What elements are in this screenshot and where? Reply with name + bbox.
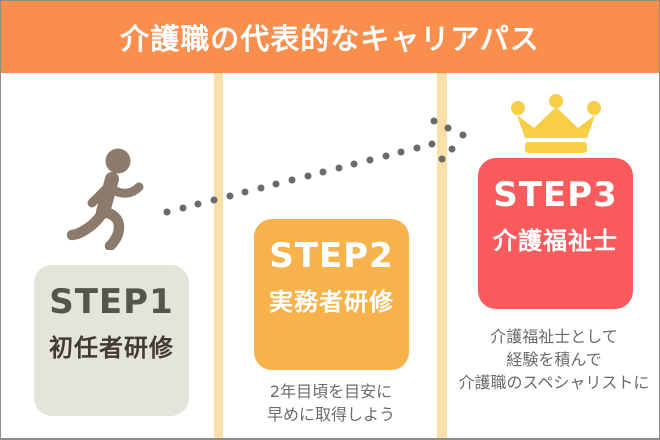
page-title: 介護職の代表的なキャリアパス <box>120 22 540 56</box>
dotted-arrow-icon <box>163 117 467 216</box>
column-divider-left <box>214 73 223 438</box>
step3-box: STEP3 介護福祉士 <box>478 158 633 309</box>
step2-name: 実務者研修 <box>269 288 394 316</box>
step3-name: 介護福祉士 <box>493 227 618 255</box>
step1-label: STEP1 <box>49 282 174 322</box>
step2-box: STEP2 実務者研修 <box>254 219 409 370</box>
caption-line: 介護職のスペシャリストに <box>458 373 650 392</box>
column-divider-right <box>437 73 447 438</box>
step3-caption: 介護福祉士として 経験を積んで 介護職のスペシャリストに <box>447 325 659 394</box>
step1-name: 初任者研修 <box>49 334 174 362</box>
header-banner: 介護職の代表的なキャリアパス <box>1 1 659 73</box>
step2-label: STEP2 <box>269 236 394 276</box>
caption-line: 介護福祉士として <box>490 327 618 346</box>
step3-label: STEP3 <box>493 175 618 215</box>
running-person-icon <box>66 148 144 250</box>
caption-line: 早めに取得しよう <box>266 405 395 424</box>
caption-line: 経験を積んで <box>506 350 602 369</box>
crown-icon <box>511 94 601 153</box>
step1-box: STEP1 初任者研修 <box>34 265 189 416</box>
step2-caption: 2年目頃を目安に 早めに取得しよう <box>224 380 438 426</box>
caption-line: 2年目頃を目安に <box>269 382 393 401</box>
